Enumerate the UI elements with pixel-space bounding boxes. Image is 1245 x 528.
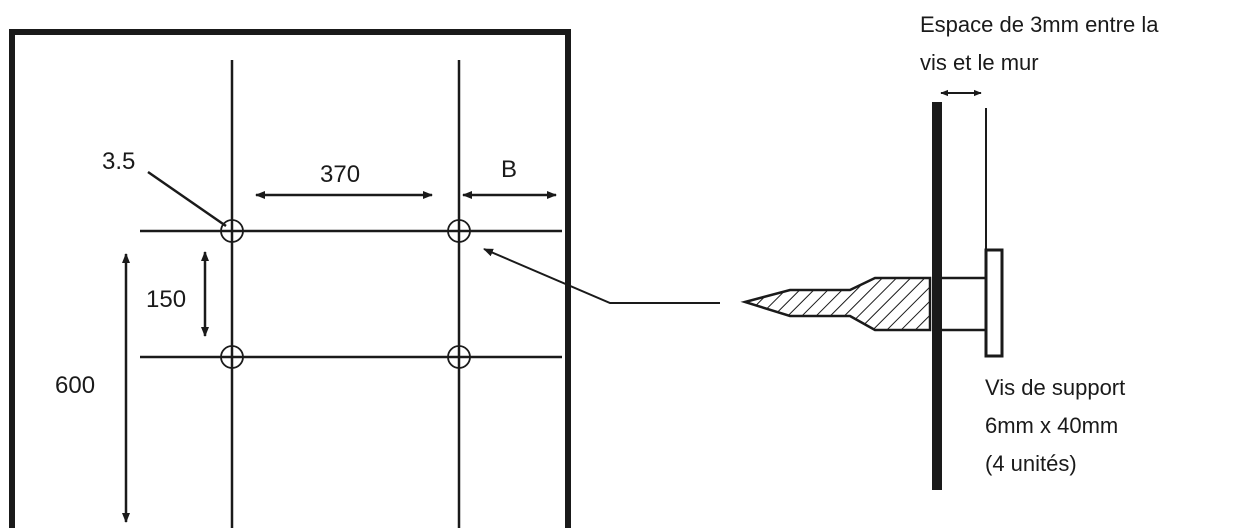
horizontal-spacing-label: 370 xyxy=(320,161,360,188)
screw-head xyxy=(984,248,1004,358)
gap-label-line2: vis et le mur xyxy=(920,50,1039,75)
screw-to-hole-leader xyxy=(483,248,720,304)
screw-detail: Espace de 3mm entre la vis et le mur Vis… xyxy=(740,12,1159,490)
edge-distance-label: B xyxy=(501,156,517,183)
screw-hole-top-left xyxy=(220,219,244,243)
total-height-label: 600 xyxy=(55,372,95,399)
screw-label-line2: 6mm x 40mm xyxy=(985,413,1118,438)
screw-thread-hatch xyxy=(745,278,930,330)
screw-hole-bottom-right xyxy=(447,345,471,369)
gap-label-line1: Espace de 3mm entre la xyxy=(920,12,1159,37)
vertical-spacing-label: 150 xyxy=(146,286,186,313)
screw-label-line3: (4 unités) xyxy=(985,451,1077,476)
screw-label-line1: Vis de support xyxy=(985,375,1125,400)
hole-diameter-label: 3.5 xyxy=(102,148,135,175)
screw-hole-bottom-left xyxy=(220,345,244,369)
wall-section xyxy=(932,102,942,490)
screw-hole-top-right xyxy=(447,219,471,243)
wall-plan: 3.5 370 B 150 600 xyxy=(9,29,720,528)
hole-diameter-leader xyxy=(147,170,227,228)
panel-outline xyxy=(9,29,571,528)
